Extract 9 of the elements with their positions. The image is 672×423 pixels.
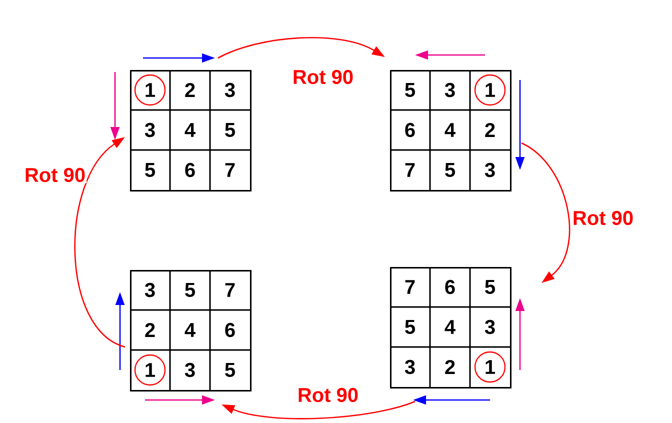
number-grid: 5 3 1 6 4 2 7 5 3 [389,69,512,192]
number-grid: 1 2 3 3 4 5 5 6 7 [129,69,252,192]
number-grid: 3 5 7 2 4 6 1 3 5 [129,269,252,392]
edge-label: Rot 90 [571,210,635,226]
edge-label: Rot 90 [291,68,355,86]
edge-label: Rot 90 [23,166,87,184]
curved-arrow [74,137,126,348]
number-grid: 7 6 5 5 4 3 3 2 1 [389,266,512,388]
edge-label: Rot 90 [296,386,360,404]
